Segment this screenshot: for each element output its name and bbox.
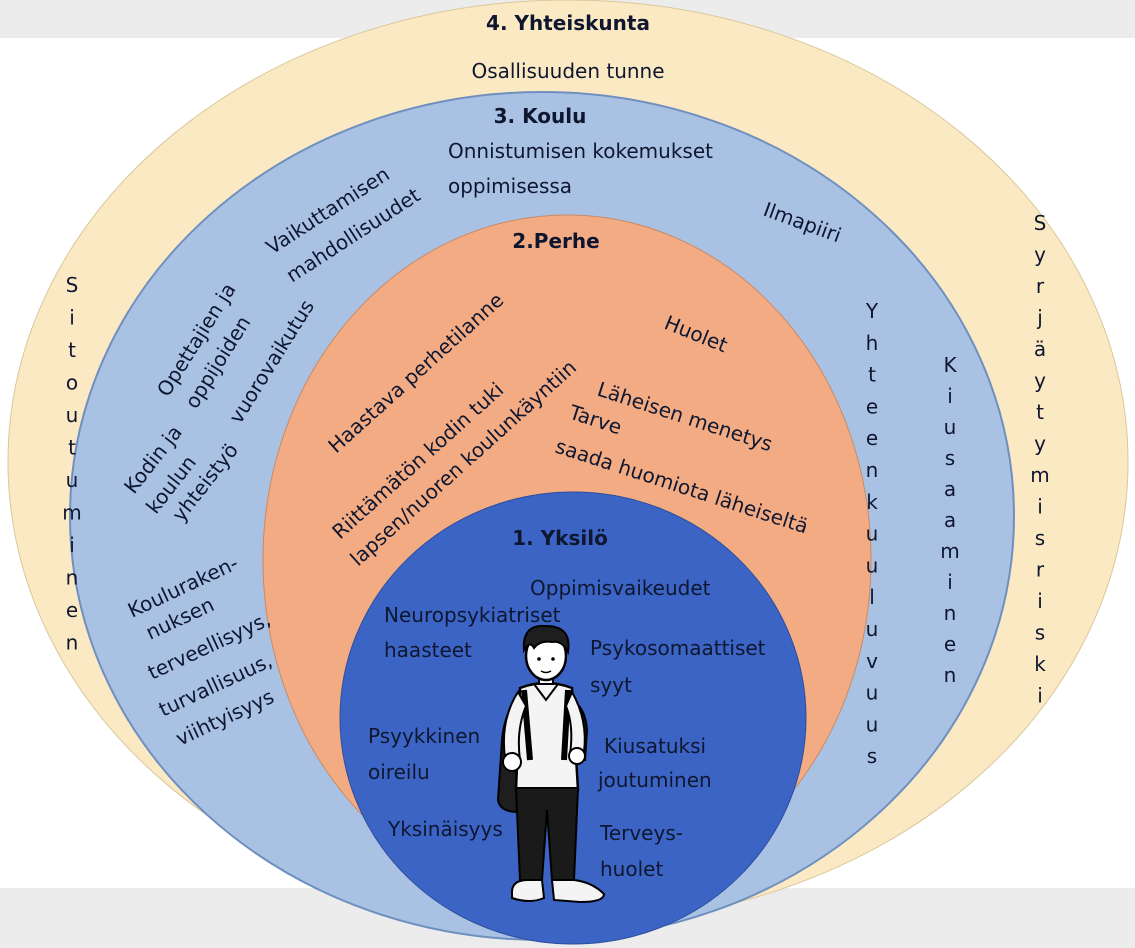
vertical-letter: y: [1034, 369, 1046, 393]
school-item-success: Onnistumisen kokemukset: [448, 139, 713, 163]
vertical-letter: t: [868, 363, 876, 387]
vertical-letter: s: [1035, 526, 1045, 550]
vertical-letter: e: [866, 394, 878, 418]
vertical-letter: n: [66, 566, 79, 590]
society-item-belonging: Osallisuuden tunne: [471, 59, 664, 83]
individual-item-health-2: huolet: [600, 857, 663, 881]
family-title: 2.Perhe: [512, 229, 599, 253]
vertical-letter: ä: [1034, 337, 1046, 361]
vertical-letter: s: [945, 446, 955, 470]
society-title: 4. Yhteiskunta: [486, 11, 650, 35]
individual-item-learning: Oppimisvaikeudet: [530, 576, 711, 600]
vertical-letter: Y: [865, 299, 879, 323]
vertical-letter: i: [947, 384, 953, 408]
vertical-letter: l: [869, 585, 875, 609]
vertical-letter: n: [944, 663, 957, 687]
individual-item-psychosomatic-2: syyt: [590, 673, 632, 697]
vertical-letter: r: [1036, 274, 1045, 298]
vertical-letter: e: [944, 632, 956, 656]
vertical-letter: m: [940, 539, 959, 563]
vertical-letter: n: [944, 601, 957, 625]
vertical-letter: i: [947, 570, 953, 594]
vertical-letter: o: [66, 371, 78, 395]
vertical-letter: y: [1034, 243, 1046, 267]
vertical-letter: i: [1037, 495, 1043, 519]
vertical-letter: a: [944, 508, 956, 532]
vertical-letter: a: [944, 477, 956, 501]
vertical-letter: v: [866, 649, 878, 673]
individual-item-mental: Psyykkinen: [368, 724, 480, 748]
vertical-letter: t: [1036, 400, 1044, 424]
vertical-letter: K: [943, 353, 957, 377]
vertical-letter: r: [1036, 558, 1045, 582]
vertical-letter: y: [1034, 432, 1046, 456]
vertical-letter: m: [1030, 463, 1049, 487]
individual-item-neuro: Neuropsykiatriset: [384, 603, 561, 627]
vertical-letter: u: [66, 403, 79, 427]
vertical-letter: u: [866, 522, 879, 546]
individual-item-psychosomatic: Psykosomaattiset: [590, 636, 766, 660]
vertical-letter: n: [866, 458, 879, 482]
vertical-letter: e: [866, 426, 878, 450]
vertical-letter: e: [66, 598, 78, 622]
school-item-success-2: oppimisessa: [448, 174, 572, 198]
vertical-letter: s: [1035, 621, 1045, 645]
vertical-letter: m: [62, 501, 81, 525]
vertical-letter: S: [66, 273, 79, 297]
individual-item-health: Terveys-: [599, 821, 683, 845]
vertical-letter: u: [866, 712, 879, 736]
vertical-letter: u: [66, 468, 79, 492]
vertical-letter: j: [1036, 306, 1043, 330]
individual-item-bullied: Kiusatuksi: [604, 734, 706, 758]
vertical-letter: i: [1037, 589, 1043, 613]
vertical-letter: u: [866, 553, 879, 577]
vertical-letter: t: [68, 436, 76, 460]
vertical-letter: u: [866, 681, 879, 705]
individual-item-bullied-2: joutuminen: [597, 768, 712, 792]
vertical-letter: i: [69, 533, 75, 557]
vertical-letter: t: [68, 338, 76, 362]
vertical-letter: i: [69, 306, 75, 330]
student-illustration: [496, 624, 606, 904]
vertical-letter: i: [1037, 684, 1043, 708]
individual-title: 1. Yksilö: [512, 526, 608, 550]
individual-item-neuro-2: haasteet: [384, 638, 472, 662]
vertical-letter: u: [944, 415, 957, 439]
vertical-letter: s: [867, 744, 877, 768]
school-title: 3. Koulu: [494, 104, 587, 128]
vertical-letter: u: [866, 617, 879, 641]
individual-item-mental-2: oireilu: [368, 760, 430, 784]
vertical-letter: h: [866, 331, 879, 355]
vertical-letter: S: [1034, 211, 1047, 235]
vertical-letter: k: [866, 490, 878, 514]
vertical-letter: k: [1034, 652, 1046, 676]
vertical-letter: n: [66, 631, 79, 655]
individual-item-loneliness: Yksinäisyys: [387, 817, 503, 841]
